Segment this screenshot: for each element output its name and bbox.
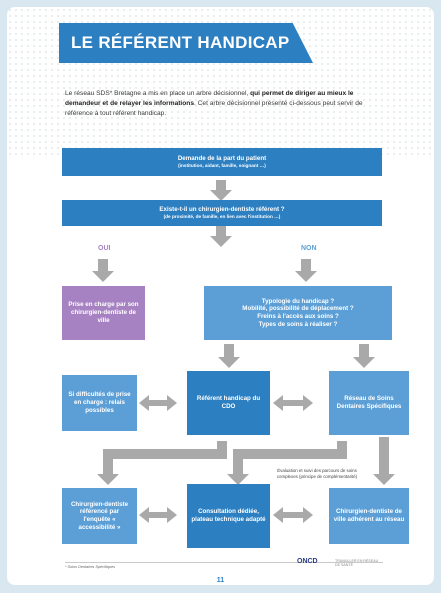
page-title: LE RÉFÉRENT HANDICAP: [71, 33, 290, 52]
title-banner: [59, 23, 313, 63]
box-chirurgien-adherent: Chirurgien-dentiste de ville adhérent au…: [329, 488, 409, 544]
footnote: * Soins Dentaires Spécifiques: [65, 565, 116, 569]
box-chirurgien-reference: Chirurgien-dentiste référencé par l'enqu…: [62, 488, 137, 544]
oncd-logo: ONCD: [297, 558, 318, 565]
document-page: LE RÉFÉRENT HANDICAP Le réseau SDS* Bret…: [7, 7, 434, 585]
intro-text-1: Le réseau SDS* Bretagne a mis en place u…: [65, 90, 251, 97]
partner-logo: TRAVAILLER EN RÉSEAU DE SANTÉ: [335, 559, 379, 567]
box-demande-patient: Demande de la part du patient(institutio…: [62, 148, 382, 176]
box-reseau-sds: Réseau de Soins Dentaires Spécifiques: [329, 371, 409, 435]
intro-paragraph: Le réseau SDS* Bretagne a mis en place u…: [65, 89, 380, 119]
page-number: 11: [216, 577, 225, 584]
box-typologie: Typologie du handicap ? Mobilité, possib…: [204, 286, 392, 340]
label-non: NON: [301, 245, 317, 252]
label-oui: OUI: [98, 245, 111, 252]
evaluation-note: Évaluation et suivi des parcours de soin…: [276, 468, 358, 479]
box-existe-referent: Existe-t-il un chirurgien-dentiste référ…: [62, 200, 382, 226]
footer-divider: [65, 562, 383, 563]
box-difficultes: Si difficultés de prise en charge : rela…: [62, 375, 137, 431]
box-referent-cdo: Référent handicap du CDO: [187, 371, 270, 435]
flow-arrows: [92, 180, 395, 523]
box-prise-en-charge: Prise en charge par son chirurgien-denti…: [62, 286, 145, 340]
intro-text-2: . Cet arbre décisionnel présenté ci-dess…: [65, 100, 363, 117]
intro-text-bold: qui permet de diriger au mieux le demand…: [65, 90, 354, 107]
box-consultation: Consultation dédiée, plateau technique a…: [187, 484, 270, 548]
